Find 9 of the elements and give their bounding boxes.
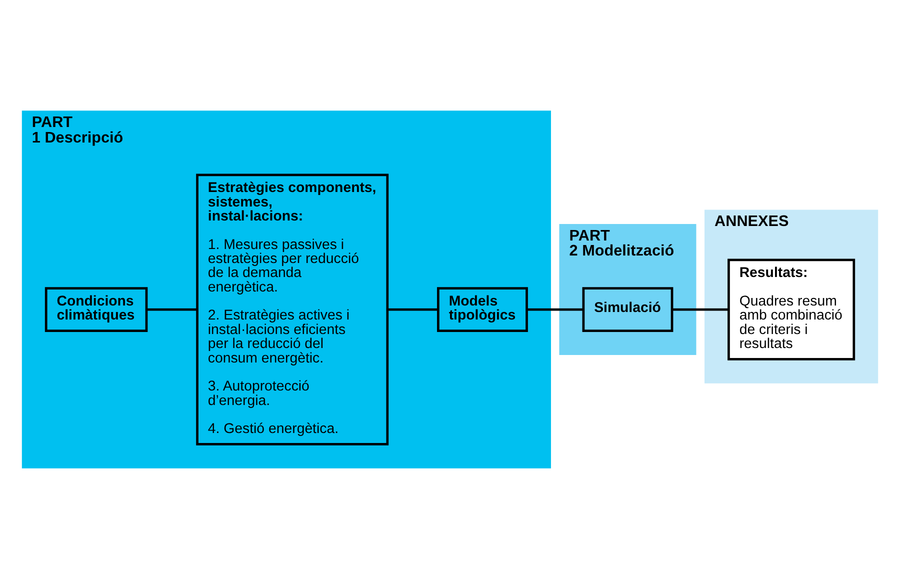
node-box: Simulació xyxy=(582,287,674,332)
node-box: Resultats: Quadres resum amb combinació de criteris i resultats xyxy=(728,258,856,360)
node-box: Models tipològics xyxy=(437,287,528,332)
connector xyxy=(388,308,438,311)
connector xyxy=(146,308,198,311)
node-box: Estratègies components, sistemes, instal·lacions: 1. Mesures passives i estratègies per reducció de la demanda energètica. 2. Estratègies actives i instal·lacions eficients per la reducció del consum energètic. 3. Autoprotecció d’energia. 4. Gestió energètica. xyxy=(196,174,389,446)
connector xyxy=(672,308,729,311)
node-box: Condicions climàtiques xyxy=(44,287,148,332)
connector xyxy=(526,308,584,311)
